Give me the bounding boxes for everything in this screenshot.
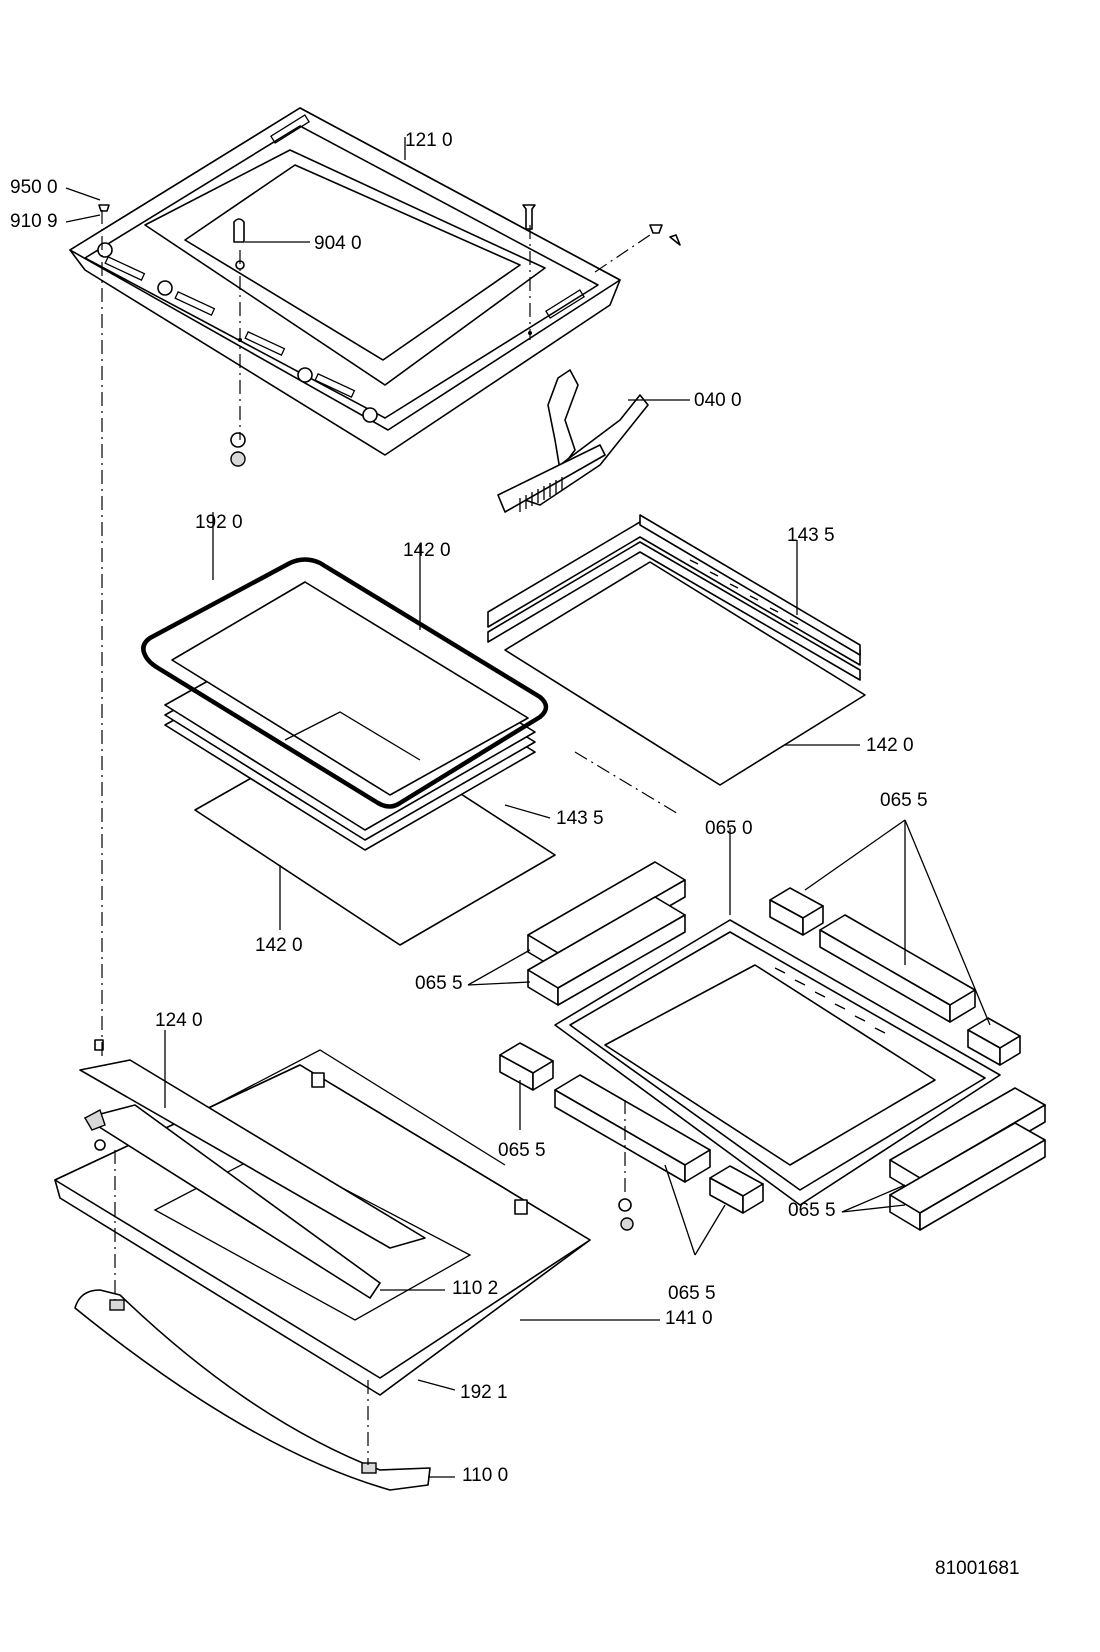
callout-141-0: 141 0 [665, 1308, 713, 1329]
callout-065-5-bottom-right: 065 5 [788, 1200, 836, 1221]
callout-143-5-left: 143 5 [556, 808, 604, 829]
dash-screw-line [594, 234, 651, 273]
callout-192-0: 192 0 [195, 512, 243, 533]
callout-040-0: 040 0 [694, 390, 742, 411]
screws-bottom [94, 1039, 634, 1231]
callout-142-0-right: 142 0 [866, 735, 914, 756]
door-handle [74, 1289, 431, 1491]
callout-910-9: 910 9 [10, 211, 58, 232]
left-glass-set [141, 557, 556, 946]
top-door-panel [69, 107, 621, 456]
callout-192-1: 192 1 [460, 1382, 508, 1403]
right-glass-set [487, 514, 866, 816]
callout-142-0-left-top: 142 0 [403, 540, 451, 561]
callout-065-5-mid: 065 5 [498, 1140, 546, 1161]
callout-143-5-right: 143 5 [787, 525, 835, 546]
leader-lines [65, 137, 991, 1478]
callout-065-5-bottom: 065 5 [668, 1283, 716, 1304]
callout-110-2: 110 2 [452, 1278, 499, 1299]
callout-065-0: 065 0 [705, 818, 753, 839]
callout-904-0: 904 0 [314, 233, 362, 254]
hinge-part [497, 369, 649, 513]
callout-142-0-left-bottom: 142 0 [255, 935, 303, 956]
callout-950-0: 950 0 [10, 177, 58, 198]
screws-top [98, 204, 681, 467]
callout-065-5-top-right: 065 5 [880, 790, 928, 811]
drawing-number: 81001681 [935, 1558, 1020, 1579]
insulation-blocks [499, 861, 1046, 1231]
callout-121-0: 121 0 [405, 130, 453, 151]
callout-124-0: 124 0 [155, 1010, 203, 1031]
hinge-bar [79, 1059, 426, 1299]
callout-065-5-left: 065 5 [415, 973, 463, 994]
frame-part [554, 919, 1001, 1206]
callout-110-0: 110 0 [462, 1465, 509, 1486]
